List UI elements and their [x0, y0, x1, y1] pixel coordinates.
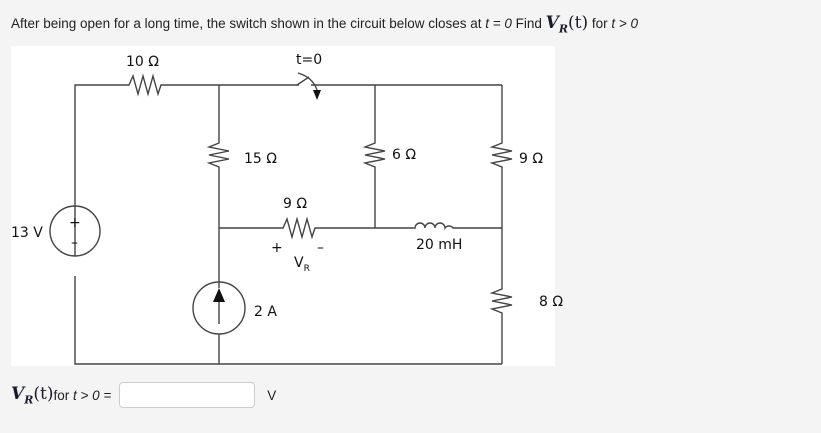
resistor-9-right [489, 85, 513, 277]
vr-label: VR [294, 255, 310, 274]
label-r4: 9 Ω [519, 151, 543, 167]
resistor-6 [362, 85, 386, 228]
vr-plus: + [271, 240, 283, 256]
question-find: Find [511, 16, 546, 31]
inductor [375, 222, 502, 231]
answer-condition: t > 0 = [73, 387, 112, 403]
label-vsource: 13 V [11, 225, 43, 241]
answer-row: VR(t) for t > 0 = V [11, 382, 276, 408]
label-r3: 6 Ω [392, 147, 416, 163]
question-condition: t > 0 [611, 16, 639, 31]
vsource-minus: – [71, 235, 78, 251]
vr-minus: – [317, 240, 324, 256]
vr-expression: VR(t) [545, 13, 589, 36]
wire-top-left [74, 73, 219, 256]
question-time: t = 0 [485, 16, 512, 31]
circuit-diagram: 10 Ω t=0 15 Ω 6 Ω 9 Ω 9 Ω + – VR 20 mH 8… [11, 46, 563, 366]
wire-left-bottom [74, 276, 502, 365]
switch-blade [296, 76, 310, 86]
question-prefix: After being open for a long time, the sw… [11, 16, 486, 31]
vsource-plus: + [69, 215, 81, 231]
resistor-8 [489, 277, 513, 364]
resistor-vr [219, 216, 375, 240]
current-arrow-icon [213, 288, 225, 302]
voltage-source [49, 205, 101, 257]
label-r2: 15 Ω [244, 151, 277, 167]
question-for: for [588, 16, 612, 31]
label-r1: 10 Ω [126, 54, 159, 70]
circuit-svg: 10 Ω t=0 15 Ω 6 Ω 9 Ω 9 Ω + – VR 20 mH 8… [11, 52, 563, 365]
answer-unit: V [267, 387, 277, 403]
answer-vr-expression: VR(t) [11, 383, 54, 407]
label-r-vr: 9 Ω [283, 196, 307, 212]
label-switch: t=0 [296, 52, 322, 68]
resistor-15 [206, 85, 230, 288]
label-r5: 8 Ω [539, 294, 563, 310]
switch-arrow-icon [313, 90, 321, 100]
label-isource: 2 A [254, 304, 277, 320]
answer-for: for [53, 387, 70, 403]
answer-input[interactable] [119, 382, 256, 408]
label-inductor: 20 mH [416, 237, 462, 253]
question-text: After being open for a long time, the sw… [11, 13, 638, 35]
